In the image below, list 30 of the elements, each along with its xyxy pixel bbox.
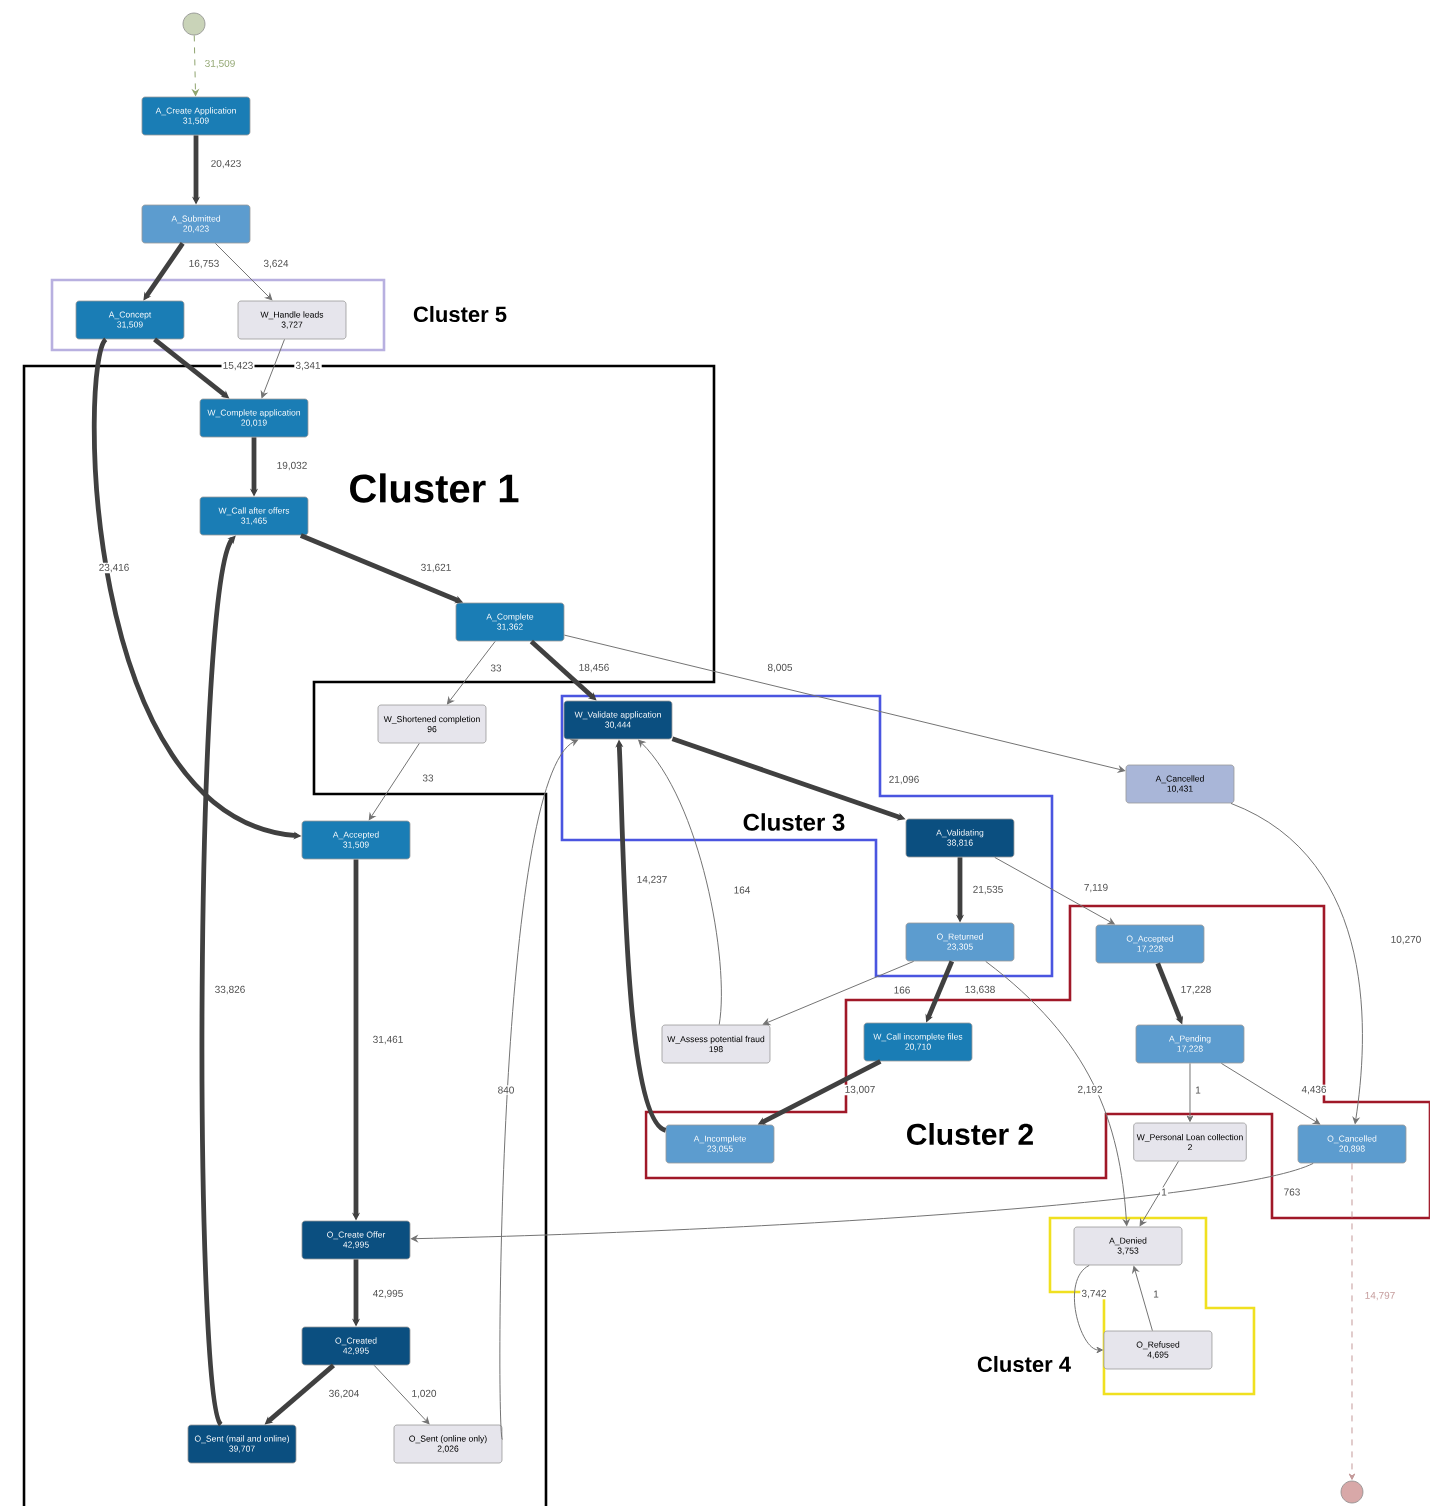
arrow [529, 639, 597, 701]
cluster-label: Cluster 1 [350, 473, 519, 503]
arrow [638, 739, 722, 1026]
arrow [1230, 802, 1363, 1124]
arrow [143, 242, 185, 301]
arrow [447, 640, 496, 705]
arrow [214, 242, 273, 301]
arrow [563, 634, 1125, 773]
arrow [1220, 1062, 1321, 1125]
arrow [762, 960, 915, 1026]
arrow [1139, 1160, 1179, 1227]
event-circle [182, 12, 206, 36]
arrow [368, 742, 420, 821]
arrow [192, 34, 199, 96]
cluster-label: Cluster 4 [977, 1355, 1071, 1373]
arrow [985, 960, 1130, 1226]
arrow [411, 1162, 1314, 1242]
cluster-label: Cluster 3 [743, 813, 845, 831]
arrow [1074, 1264, 1103, 1354]
arrow [260, 338, 285, 399]
arrow [1348, 1162, 1356, 1480]
arrow [994, 856, 1115, 925]
cluster-label: Cluster 5 [413, 305, 507, 323]
cluster-label: Cluster 2 [907, 1123, 1033, 1145]
arrow [373, 1364, 430, 1425]
arrow [1132, 1266, 1153, 1332]
arrow [499, 739, 579, 1440]
arrow [199, 535, 236, 1426]
event-circle [1340, 1480, 1364, 1504]
arrow [1186, 1062, 1194, 1122]
